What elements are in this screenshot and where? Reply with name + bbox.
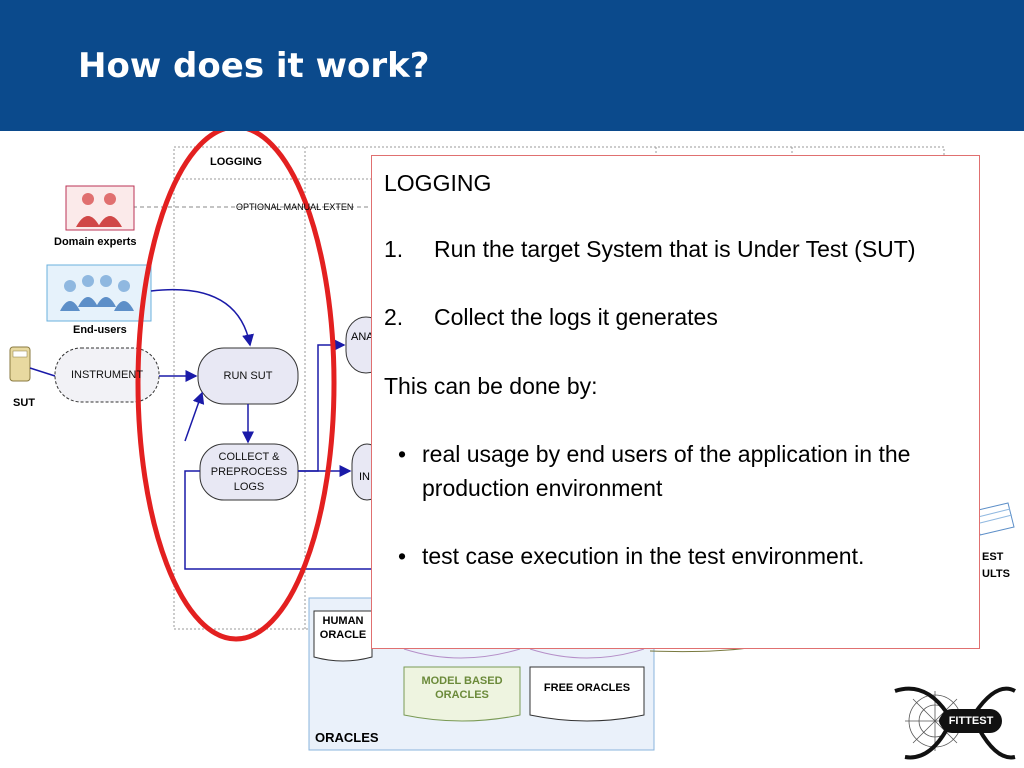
collect-line-2: PREPROCESS <box>210 465 288 478</box>
optional-manual-label: OPTIONAL MANUAL EXTEN <box>236 202 354 212</box>
test-results-line1: EST <box>982 551 1004 563</box>
test-results-icon <box>973 502 1015 536</box>
bullet-2-text: test case execution in the test environm… <box>422 543 865 569</box>
collect-logs-node: COLLECT & PREPROCESS LOGS <box>200 444 298 500</box>
logging-popup: LOGGING 1. Run the target System that is… <box>371 155 980 649</box>
title-bar: How does it work? <box>0 0 1024 131</box>
diagram-canvas <box>9 131 1016 760</box>
free-oracles: FREE ORACLES <box>543 682 631 694</box>
model-based-shape <box>403 666 521 722</box>
domain-experts-label: Domain experts <box>54 236 137 248</box>
collect-line-1: COLLECT & <box>218 450 280 463</box>
step-1-number: 1. <box>384 236 404 262</box>
free-oracles-shape <box>529 666 645 722</box>
run-sut-node: RUN SUT <box>223 369 273 382</box>
collect-line-3: LOGS <box>233 480 265 493</box>
popup-heading: LOGGING <box>384 170 492 196</box>
model-based-oracles: MODEL BASED ORACLES <box>404 671 520 705</box>
logging-highlight <box>135 131 337 642</box>
instrument-node: INSTRUMENT <box>70 368 144 381</box>
instrument-shape <box>54 347 160 403</box>
analyse-node-label: ANA <box>351 331 374 343</box>
human-oracle: HUMAN ORACLE <box>314 613 372 643</box>
sut-label: SUT <box>13 397 35 409</box>
fittest-logo-text: FITTEST <box>940 709 1002 733</box>
step-1-text: Run the target System that is Under Test… <box>434 236 916 262</box>
infer-node-label: IN <box>359 471 370 483</box>
step-2-number: 2. <box>384 304 404 330</box>
human-oracle-shape <box>313 610 373 662</box>
collect-shape <box>199 443 299 501</box>
bullet-2-symbol: • <box>398 543 407 569</box>
human-oracle-line1: HUMAN <box>322 615 364 627</box>
domain-experts-icon <box>65 185 135 231</box>
slide-title: How does it work? <box>78 46 430 86</box>
step-2-text: Collect the logs it generates <box>434 304 718 330</box>
popup-intro: This can be done by: <box>384 373 598 399</box>
sut-server-icon <box>9 346 56 382</box>
end-users-icon <box>46 264 152 322</box>
test-results-line2: ULTS <box>982 568 1010 580</box>
logging-column-label: LOGGING <box>210 156 262 168</box>
bullet-1-symbol: • <box>398 441 407 467</box>
end-users-label: End-users <box>73 324 127 336</box>
human-oracle-line2: ORACLE <box>319 629 367 641</box>
oracles-label: ORACLES <box>315 730 379 745</box>
bullet-1-text: real usage by end users of the applicati… <box>422 441 911 501</box>
model-based-line2: ORACLES <box>435 689 489 701</box>
diagram-area: LOGGING OPTIONAL MANUAL EXTEN Domain exp… <box>0 131 1024 768</box>
model-based-line1: MODEL BASED <box>421 675 503 687</box>
